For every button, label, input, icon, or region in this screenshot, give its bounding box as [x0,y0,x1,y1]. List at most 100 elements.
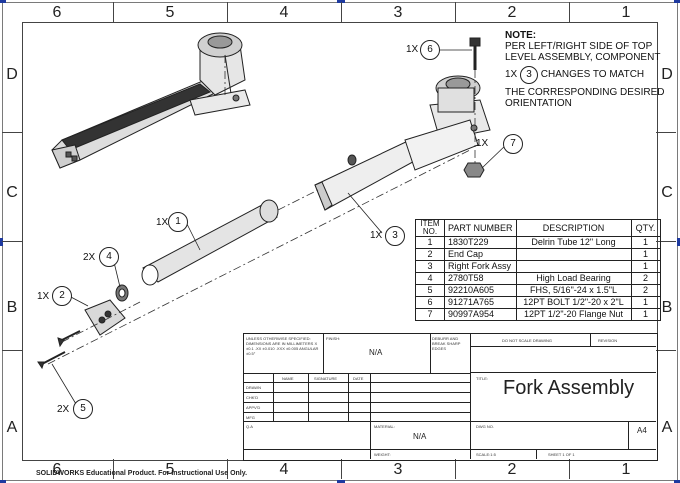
drawing-title: Fork Assembly [503,377,635,399]
zone-col-2-top: 2 [507,4,517,21]
bom-description: High Load Bearing [515,272,632,285]
bom-description [515,248,632,261]
bom-row: 3 Right Fork Assy 1 [415,260,661,273]
zone-row-b-right: B [661,299,673,316]
callout-6-qty: 1X [406,44,419,55]
bom-header-row: ITEM NO. PART NUMBER DESCRIPTION QTY. [415,219,661,237]
bom-qty: 1 [630,236,661,249]
bom-header-description: DESCRIPTION [515,219,632,237]
zone-col-4-bottom: 4 [279,461,289,478]
callout-3-qty: 1X [370,230,383,241]
sheet-size: A4 [637,426,647,435]
bill-of-materials: ITEM NO. PART NUMBER DESCRIPTION QTY. 1 … [415,219,661,321]
note-line-3-text: CHANGES TO MATCH [540,69,645,80]
zone-row-d-right: D [661,66,673,83]
bom-item: 1 [415,236,445,249]
role-qa: Q.A [246,424,253,429]
callout-5-bubble[interactable]: 5 [73,399,93,419]
deburr-note: DEBURR AND BREAK SHARP EDGES [432,336,461,351]
callout-4-qty: 2X [83,252,96,263]
bom-qty: 1 [630,296,661,309]
bom-description: Delrin Tube 12" Long [515,236,632,249]
callout-1-bubble[interactable]: 1 [168,212,188,232]
handle-right-mid [677,238,680,246]
note-line-3: 1X 3 CHANGES TO MATCH [505,66,665,84]
bom-header-item: ITEM NO. [415,219,445,237]
bom-item: 4 [415,272,445,285]
bom-header-part: PART NUMBER [444,219,517,237]
bom-item: 3 [415,260,445,273]
revision-label: REVISION [598,338,618,343]
callout-5-qty: 2X [57,404,70,415]
bom-item: 5 [415,284,445,297]
material-label: MATERIAL: [374,424,395,429]
role-drawn: DRAWN [246,385,261,390]
bom-header-qty: QTY. [630,219,661,237]
note-component-bubble: 3 [520,66,539,84]
zone-row-a-right: A [661,419,673,436]
sheet-count: SHEET 1 OF 1 [548,452,575,457]
zone-row-b-left: B [6,299,18,316]
callout-3-bubble[interactable]: 3 [385,226,405,246]
callout-2-qty: 1X [37,291,50,302]
tolerance-note: UNLESS OTHERWISE SPECIFIED: DIMENSIONS A… [246,336,319,356]
zone-row-d-left: D [6,66,18,83]
note-line-1: PER LEFT/RIGHT SIDE OF TOP [505,41,653,52]
zone-col-3-top: 3 [393,4,403,21]
title-block [243,333,658,461]
zone-col-2-bottom: 2 [507,461,517,478]
role-mfg: MFG [246,415,255,420]
bom-part: Right Fork Assy [444,260,517,273]
callout-7-bubble[interactable]: 7 [503,134,523,154]
zone-row-c-left: C [6,184,18,201]
handle-bottom-mid [337,480,345,483]
bom-item: 2 [415,248,445,261]
callout-7-qty: 1X [476,138,489,149]
bom-description: FHS, 5/16"-24 x 1.5"L [515,284,632,297]
finish-label: FINISH: [326,336,341,341]
bom-row: 2 End Cap 1 [415,248,661,261]
educational-watermark: SOLIDWORKS Educational Product. For Inst… [36,470,248,477]
material-value: N/A [413,432,427,441]
role-checked: CHK'D [246,395,259,400]
zone-col-5-bottom: 5 [165,461,175,478]
bom-part: 2780T58 [444,272,517,285]
bom-qty: 1 [630,308,661,321]
zone-col-3-bottom: 3 [393,461,403,478]
col-signature-header: SIGNATURE [314,376,338,381]
zone-col-6-top: 6 [52,4,62,21]
dwg-no-label: DWG NO. [476,424,494,429]
finish-value: N/A [369,348,383,357]
bom-part: 90997A954 [444,308,517,321]
bom-part: 1830T229 [444,236,517,249]
role-approved: APPV'D [246,405,261,410]
title-label: TITLE: [476,376,489,381]
bom-qty: 2 [630,284,661,297]
col-date-header: DATE [353,376,364,381]
note-heading: NOTE: [505,30,537,41]
col-name-header: NAME [282,376,294,381]
callout-6-bubble[interactable]: 6 [420,40,440,60]
do-not-scale-label: DO NOT SCALE DRAWING [502,338,553,343]
zone-row-c-right: C [661,184,673,201]
weight-label: WEIGHT: [374,452,391,457]
note-qty: 1X [505,69,518,80]
callout-4-bubble[interactable]: 4 [99,247,119,267]
zone-col-4-top: 4 [279,4,289,21]
handle-top-left [0,0,6,3]
bom-description: 12PT BOLT 1/2"-20 x 2"L [515,296,632,309]
handle-bottom-left [0,480,6,483]
bom-row: 4 2780T58 High Load Bearing 2 [415,272,661,285]
bom-qty: 2 [630,272,661,285]
note-line-5: ORIENTATION [505,98,572,109]
callout-1-qty: 1X [156,217,169,228]
bom-row: 7 90997A954 12PT 1/2"-20 Flange Nut 1 [415,308,661,321]
bom-item: 7 [415,308,445,321]
note-line-2: LEVEL ASSEMBLY, COMPONENT [505,52,661,63]
zone-row-a-left: A [6,419,18,436]
note-line-4: THE CORRESPONDING DESIRED [505,87,665,98]
bom-row: 1 1830T229 Delrin Tube 12" Long 1 [415,236,661,249]
bom-part: 91271A765 [444,296,517,309]
handle-top-right [674,0,680,3]
callout-2-bubble[interactable]: 2 [52,286,72,306]
